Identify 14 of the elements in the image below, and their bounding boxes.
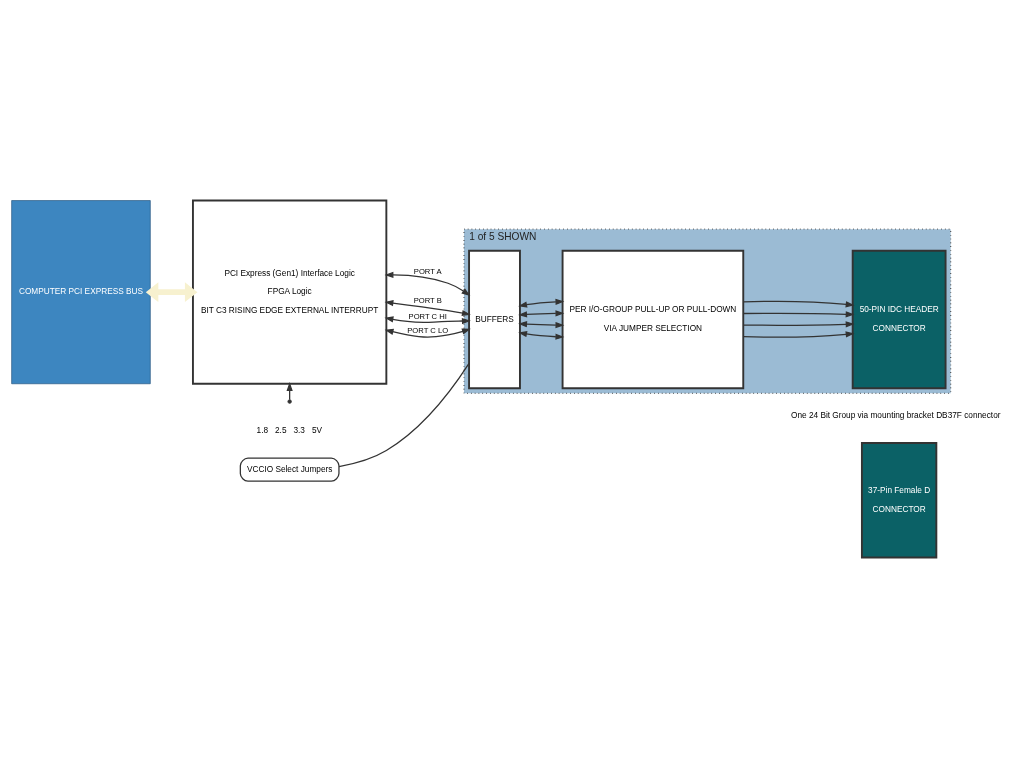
arrow [384,328,471,338]
arrow [742,311,855,318]
arrow [384,299,471,317]
arrow [518,321,565,329]
arrow [518,330,565,340]
connector [338,362,470,468]
arrow [384,316,471,325]
arrow [742,321,855,328]
arrow [145,282,198,303]
arrow [742,331,855,338]
arrow [518,310,565,318]
arrow [384,271,471,296]
arrow [742,300,855,308]
arrow [518,298,565,308]
